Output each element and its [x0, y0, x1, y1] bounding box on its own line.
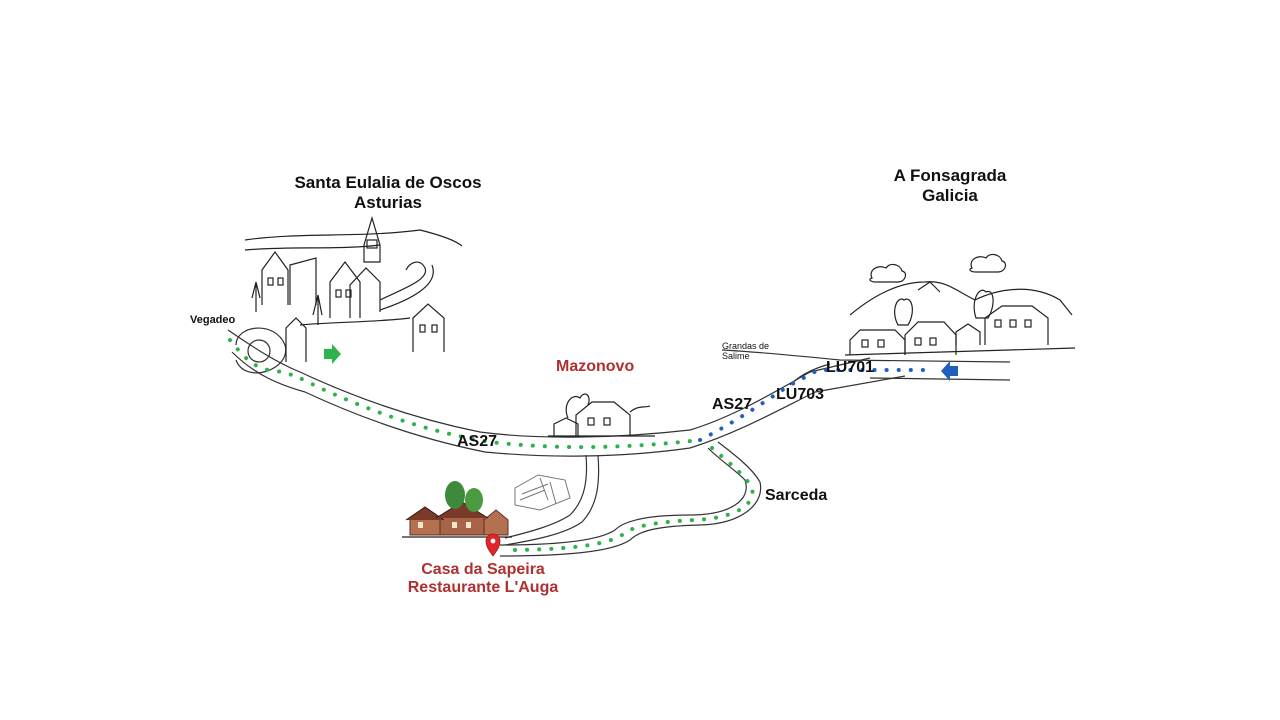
- casa-sapeira-sketch: [402, 474, 571, 538]
- fonsagrada-name: A Fonsagrada: [893, 166, 1007, 185]
- mazonovo-sketch: [548, 393, 655, 437]
- grandas-line2: Salime: [722, 351, 750, 362]
- route-green: [228, 338, 755, 552]
- road-sarceda-edge-a: [499, 447, 747, 546]
- route-green-main: [228, 338, 702, 450]
- arrow-left-icon: [941, 361, 958, 381]
- roundabout-outer: [235, 327, 287, 374]
- road-grandas-lower: [869, 377, 1011, 381]
- road-label-as27-main: AS27: [457, 433, 498, 450]
- fonsagrada-label: A Fonsagrada Galicia: [882, 166, 1018, 205]
- destination-name: Casa da Sapeira: [421, 561, 545, 578]
- destination-restaurant: Restaurante L'Auga: [407, 579, 559, 597]
- sarceda-label: Sarceda: [765, 487, 828, 504]
- mazonovo-label: Mazonovo: [556, 358, 635, 375]
- road-as27-edge-bottom: [231, 351, 906, 457]
- grandas-line1: Grandas de: [722, 341, 770, 351]
- fonsagrada-sketch: [844, 253, 1076, 356]
- route-blue-main: [698, 368, 932, 442]
- road-mazonovo-down-b: [504, 454, 600, 546]
- arrow-right-icon: [324, 344, 341, 364]
- road-network: [227, 327, 1011, 557]
- route-green-sarceda: [503, 446, 755, 552]
- santa-eulalia-name: Santa Eulalia de Oscos: [294, 173, 482, 192]
- road-label-as27-branch: AS27: [712, 396, 753, 413]
- vegadeo-label: Vegadeo: [190, 314, 236, 326]
- road-grandas-branch: [789, 363, 831, 386]
- road-as27-edge-top: [227, 329, 871, 438]
- fonsagrada-region: Galicia: [922, 185, 978, 205]
- roundabout: [247, 339, 271, 363]
- road-sarceda-edge-b: [499, 441, 762, 557]
- santa-eulalia-label: Santa Eulalia de Oscos Asturias: [286, 173, 490, 212]
- santa-eulalia-sketch: [244, 215, 463, 362]
- map-pin-icon[interactable]: [485, 533, 501, 557]
- grandas-label: Grandas de Salime: [722, 341, 769, 362]
- santa-eulalia-region: Asturias: [353, 192, 423, 212]
- route-blue: [698, 368, 932, 442]
- destination-label: Casa da Sapeira Restaurante L'Auga: [396, 561, 570, 598]
- road-label-lu701: LU701: [826, 359, 875, 376]
- road-grandas: [721, 349, 1011, 363]
- road-mazonovo-down-a: [504, 454, 588, 539]
- road-label-lu703: LU703: [776, 386, 825, 403]
